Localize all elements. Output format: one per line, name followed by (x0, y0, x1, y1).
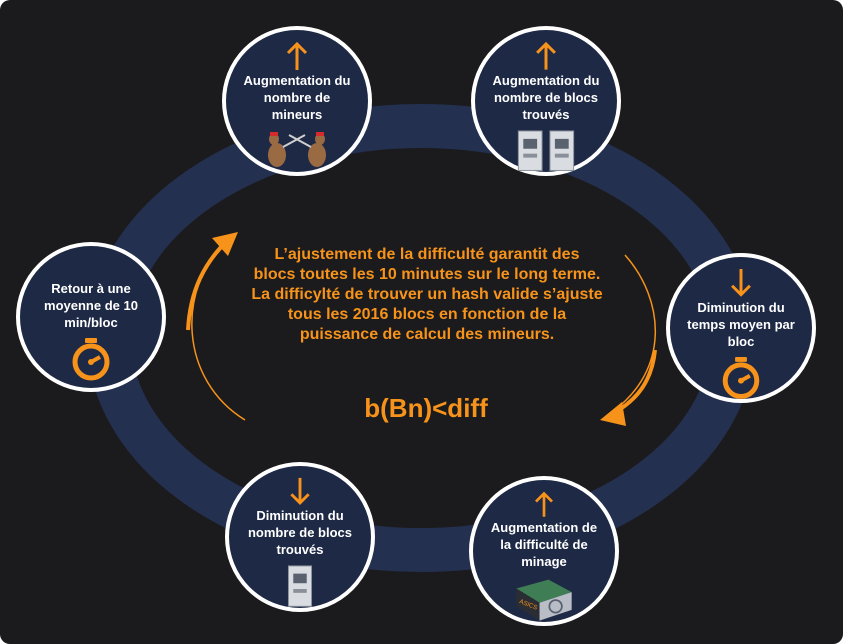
center-line: tous les 2016 blocs en fonction de la (287, 306, 567, 323)
left-arc-arrowhead (212, 232, 238, 256)
server-icon (287, 565, 313, 607)
node-label: Augmentation de la difficulté de minage (490, 519, 598, 569)
stopwatch-icon (72, 338, 110, 381)
stopwatch-icon (722, 356, 760, 399)
node-miners-up: Augmentation du nombre de mineurs (222, 26, 372, 176)
arrow-down-icon (731, 268, 751, 297)
node-label: Augmentation du nombre de blocs trouvés (492, 72, 600, 122)
node-difficulty-up: Augmentation de la difficulté de minage … (469, 476, 619, 626)
miners-icon (268, 132, 326, 167)
difficulty-formula: b(Bn)<diff (364, 393, 488, 423)
center-line: blocs toutes les 10 minutes sur le long … (253, 266, 601, 283)
arrow-up-icon (286, 41, 308, 70)
right-arc-arrowhead (600, 402, 626, 426)
node-label: Augmentation du nombre de mineurs (243, 73, 351, 122)
asic-icon: ASICS (516, 579, 572, 621)
arrow-up-icon (535, 491, 553, 517)
server-icon (517, 130, 575, 171)
center-explanation: L’ajustement de la difficulté garantit d… (222, 245, 632, 345)
arrow-down-icon (290, 477, 310, 505)
node-label: Diminution du temps moyen par bloc (687, 299, 795, 349)
node-block-time-down: Diminution du temps moyen par bloc (666, 253, 816, 403)
node-label: Retour à une moyenne de 10 min/bloc (44, 281, 138, 330)
node-blocks-found-down: Diminution du nombre de blocs trouvés (225, 462, 375, 612)
center-line: La difficylté de trouver un hash valide … (251, 286, 603, 303)
center-line: puissance de calcul des mineurs. (299, 326, 555, 343)
node-return-average: Retour à une moyenne de 10 min/bloc (16, 242, 166, 392)
right-arc-thick (611, 349, 657, 416)
center-line: L’ajustement de la difficulté garantit d… (274, 246, 580, 263)
node-blocks-found-up: Augmentation du nombre de blocs trouvés (471, 26, 621, 176)
node-label: Diminution du nombre de blocs trouvés (247, 507, 353, 557)
right-arc-thin (611, 254, 657, 413)
arrow-up-icon (536, 41, 556, 70)
